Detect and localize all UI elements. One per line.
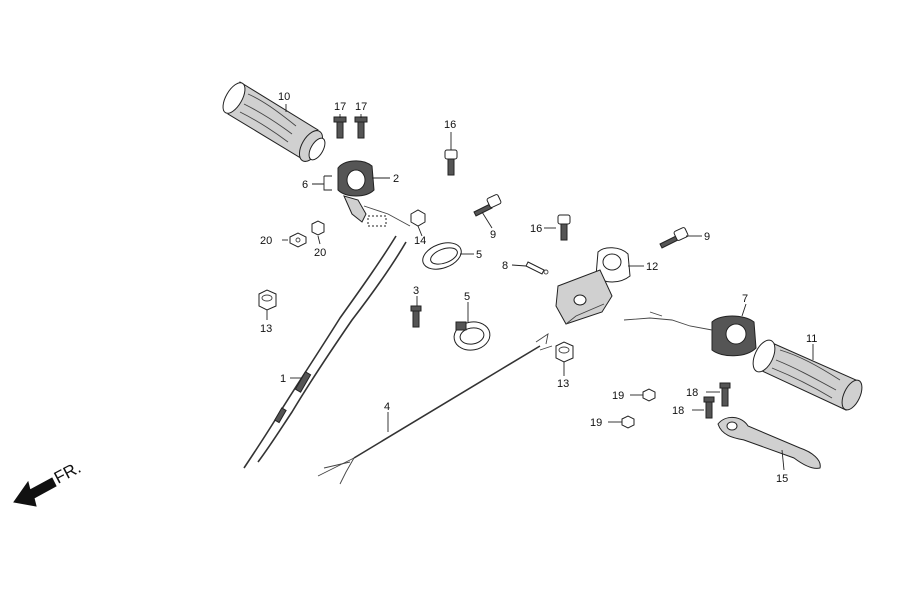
callout-16b: 16 (530, 223, 542, 235)
callout-12: 12 (646, 261, 658, 273)
bolt-9b-part (659, 227, 689, 249)
screw-3-part (410, 305, 422, 328)
nut-19b-part (621, 415, 635, 429)
right-grip-part (752, 339, 863, 411)
callout-20a: 20 (260, 235, 272, 247)
throttle-cable-part (243, 235, 407, 469)
bolt-16b-part (557, 214, 571, 241)
callout-6: 6 (302, 179, 308, 191)
screw-17a-part (333, 116, 347, 139)
wiring-harness-part (317, 333, 553, 485)
callout-1: 1 (280, 373, 286, 385)
bolt-16a-part (444, 149, 458, 176)
callout-18a: 18 (686, 387, 698, 399)
nut-20b-part (311, 220, 325, 236)
callout-20b: 20 (314, 247, 326, 259)
clamp-5b-part (453, 321, 491, 351)
callout-labels: 10 17 17 16 2 6 9 20 20 14 16 9 5 8 12 3… (260, 91, 817, 485)
leader-lines (266, 104, 814, 471)
nut-19a-part (642, 388, 656, 402)
clamp-5a-part (422, 242, 462, 270)
callout-14: 14 (414, 235, 426, 247)
left-grip-part (222, 81, 326, 162)
throttle-housing-part (337, 160, 411, 227)
callout-13b: 13 (557, 378, 569, 390)
screw-18b-part (703, 396, 715, 419)
callout-15: 15 (776, 473, 788, 485)
front-direction-label: FR. (51, 458, 84, 488)
right-switch-housing-part (623, 311, 757, 357)
pin-8-part (525, 261, 549, 275)
callout-4: 4 (384, 401, 390, 413)
callout-9a: 9 (490, 229, 496, 241)
callout-17b: 17 (355, 101, 367, 113)
front-direction-indicator: FR. (13, 458, 84, 507)
callout-5a: 5 (476, 249, 482, 261)
screw-18a-part (719, 382, 731, 407)
nut-20a-part (289, 232, 307, 248)
callout-19b: 19 (590, 417, 602, 429)
callout-5b: 5 (464, 291, 470, 303)
nut-14-part (410, 209, 426, 227)
callout-10: 10 (278, 91, 290, 103)
callout-17a: 17 (334, 101, 346, 113)
bolt-9a-part (473, 194, 502, 217)
callout-2: 2 (393, 173, 399, 185)
callout-11: 11 (806, 333, 817, 345)
screw-17b-part (354, 116, 368, 139)
nut-13b-part (555, 341, 574, 363)
callout-3: 3 (413, 285, 419, 297)
callout-18b: 18 (672, 405, 684, 417)
callout-13a: 13 (260, 323, 272, 335)
callout-19a: 19 (612, 390, 624, 402)
front-arrow-icon (13, 477, 57, 507)
nut-13a-part (258, 289, 277, 311)
callout-7: 7 (742, 293, 748, 305)
brake-lever-part (717, 417, 821, 469)
callout-8: 8 (502, 260, 508, 272)
lever-bracket-part (555, 247, 631, 325)
callout-9b: 9 (704, 231, 710, 243)
callout-16a: 16 (444, 119, 456, 131)
